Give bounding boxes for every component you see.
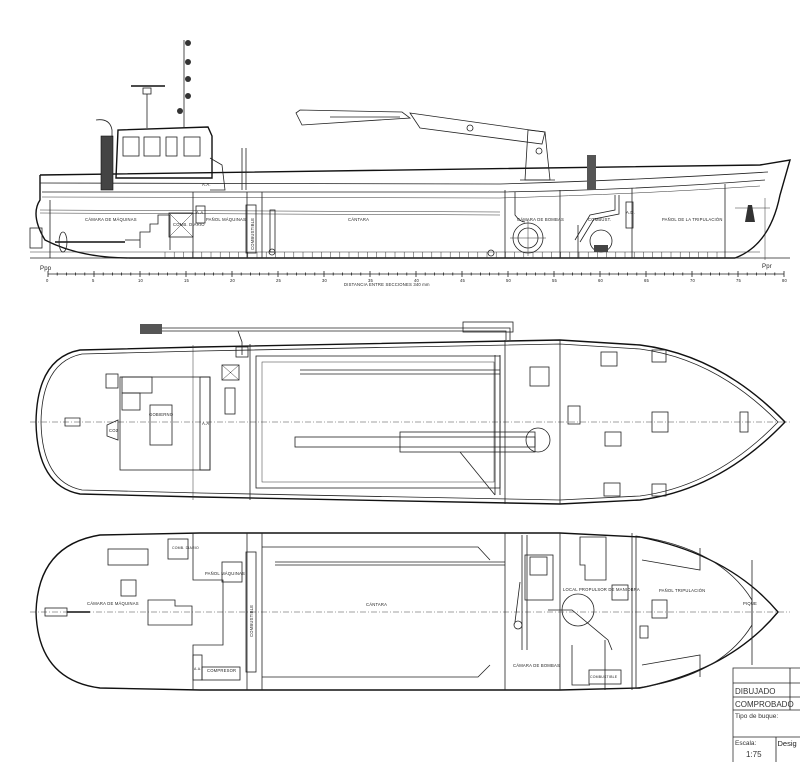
label-crew-store: PAÑOL DE LA TRIPULACIÓN: [662, 217, 723, 222]
scale-tick-label: 75: [736, 278, 742, 283]
label-crew-store-lower: PAÑOL TRIPULACIÓN: [659, 588, 705, 593]
scale-tick-label: 30: [322, 278, 328, 283]
signal-mast: [177, 40, 191, 128]
scale-label: Escala:: [735, 740, 757, 747]
label-fuel-lower: COMBUSTIBLE: [590, 675, 618, 679]
scale-tick-label: 0: [46, 278, 49, 283]
main-deck-line: [42, 179, 766, 193]
label-pump-room-lower: CÁMARA DE BOMBAS: [513, 663, 560, 668]
scale-tick-label: 50: [506, 278, 512, 283]
label-engine-store: PAÑOL MÁQUINAS: [206, 217, 246, 222]
label-engine-room: CÁMARA DE MÁQUINAS: [85, 217, 137, 222]
label-aa-main: A.A.: [202, 421, 211, 426]
crane-plan: [294, 427, 551, 496]
label-hold: CÁNTARA: [348, 217, 369, 222]
bulwark-line: [39, 171, 769, 185]
wheelhouse: A.A.: [115, 126, 226, 191]
label-daily-fuel: COMB. DIARIO: [173, 222, 205, 227]
label-co2: CO2: [109, 428, 119, 433]
scale-tick-label: 35: [368, 278, 374, 283]
crew-store-plan: [635, 535, 753, 689]
profile-view: A.A.: [29, 40, 791, 287]
lower-deck-plan: COMB. DIARIO PAÑOL MÁQUINAS CÁMARA DE MÁ…: [30, 532, 790, 691]
scale-tick-label: 55: [552, 278, 558, 283]
deck-vent-post: [241, 148, 247, 190]
label-aa-profile: A.A.: [196, 210, 205, 215]
label-aa-lower: A.A.: [194, 667, 201, 671]
pump-room-equipment: [487, 192, 620, 258]
fuel-tank-plan: [245, 551, 257, 673]
double-bottom: [164, 252, 718, 258]
drawn-by-label: DIBUJADO: [735, 687, 775, 696]
title-block: DIBUJADO COMPROBADO Tipo de buque: Escal…: [732, 667, 800, 762]
label-forepeak: PIQUE: [743, 601, 757, 606]
label-fwd-perpendicular: Ppr: [762, 264, 772, 270]
lower-deck-outline: [35, 532, 779, 691]
label-aa: A.A.: [202, 182, 211, 187]
scale-tick-label: 70: [690, 278, 696, 283]
main-deck-plan: GOBIERNO CO2 A.A.: [30, 321, 790, 505]
scale-tick-label: 60: [598, 278, 604, 283]
label-thruster-room: LOCAL PROPULSOR DE MANIOBRA: [563, 587, 640, 592]
bulkheads: [192, 184, 726, 258]
label-engine-room-lower: CÁMARA DE MÁQUINAS: [87, 601, 139, 606]
label-fuel-tank: COMBUSTIBLE: [250, 218, 255, 250]
deck-piping: [140, 321, 514, 495]
knuckle-boom-crane: [295, 109, 555, 181]
scale-tick-label: 25: [276, 278, 282, 283]
exhaust-stack-fwd: [587, 155, 596, 190]
thruster-room-plan: [548, 536, 629, 690]
exhaust-stack-aft: [95, 119, 114, 191]
stern-tube: [44, 607, 90, 617]
label-ad: A.D.: [626, 210, 635, 215]
scale-tick-label: 45: [460, 278, 466, 283]
hull-profile-outline: [35, 159, 791, 259]
label-engine-store-lower: PAÑOL MÁQUINAS: [205, 571, 245, 576]
label-aft-perpendicular: Ppp: [40, 266, 52, 272]
designation-label: Desig: [778, 739, 797, 748]
label-daily-fuel-lower: COMB. DIARIO: [172, 546, 199, 550]
scale-tick-label: 15: [184, 278, 190, 283]
scale-tick-label: 80: [782, 278, 788, 283]
label-fuel: COMBUST.: [588, 217, 611, 222]
label-pump-room: CÁMARA DE BOMBAS: [517, 217, 564, 222]
anchor-winch: [735, 198, 770, 260]
ad-tank: [625, 201, 634, 229]
label-fuel-tank-lower: COMBUSTIBLE: [249, 605, 254, 637]
daily-fuel-tank: [168, 212, 194, 238]
wheelhouse-plan: GOBIERNO CO2 A.A.: [105, 373, 211, 471]
propulsion-shaft: [29, 200, 171, 258]
scale-tick-label: 5: [92, 278, 95, 283]
label-compressor: COMPRESOR: [207, 668, 236, 673]
radar-mast: [131, 85, 165, 128]
fuel-tank-profile: [245, 204, 257, 254]
label-wheelhouse: GOBIERNO: [149, 412, 174, 417]
ship-type-label: Tipo de buque:: [735, 713, 778, 720]
section-scale-caption: DISTANCIA ENTRE SECCIONES 340 mm: [344, 282, 430, 287]
scale-tick-label: 20: [230, 278, 236, 283]
scale-value: 1:75: [746, 750, 762, 759]
checked-by-label: COMPROBADO: [735, 700, 794, 709]
section-scale: 0 5 10 15 20 25 30 35 40 45 50 55 60 65 70 75 80: [46, 271, 788, 283]
pump-room-plan: [513, 535, 554, 650]
scale-tick-label: 40: [414, 278, 420, 283]
scale-tick-label: 65: [644, 278, 650, 283]
scale-tick-label: 10: [138, 278, 144, 283]
label-hold-lower: CÁNTARA: [366, 602, 387, 607]
